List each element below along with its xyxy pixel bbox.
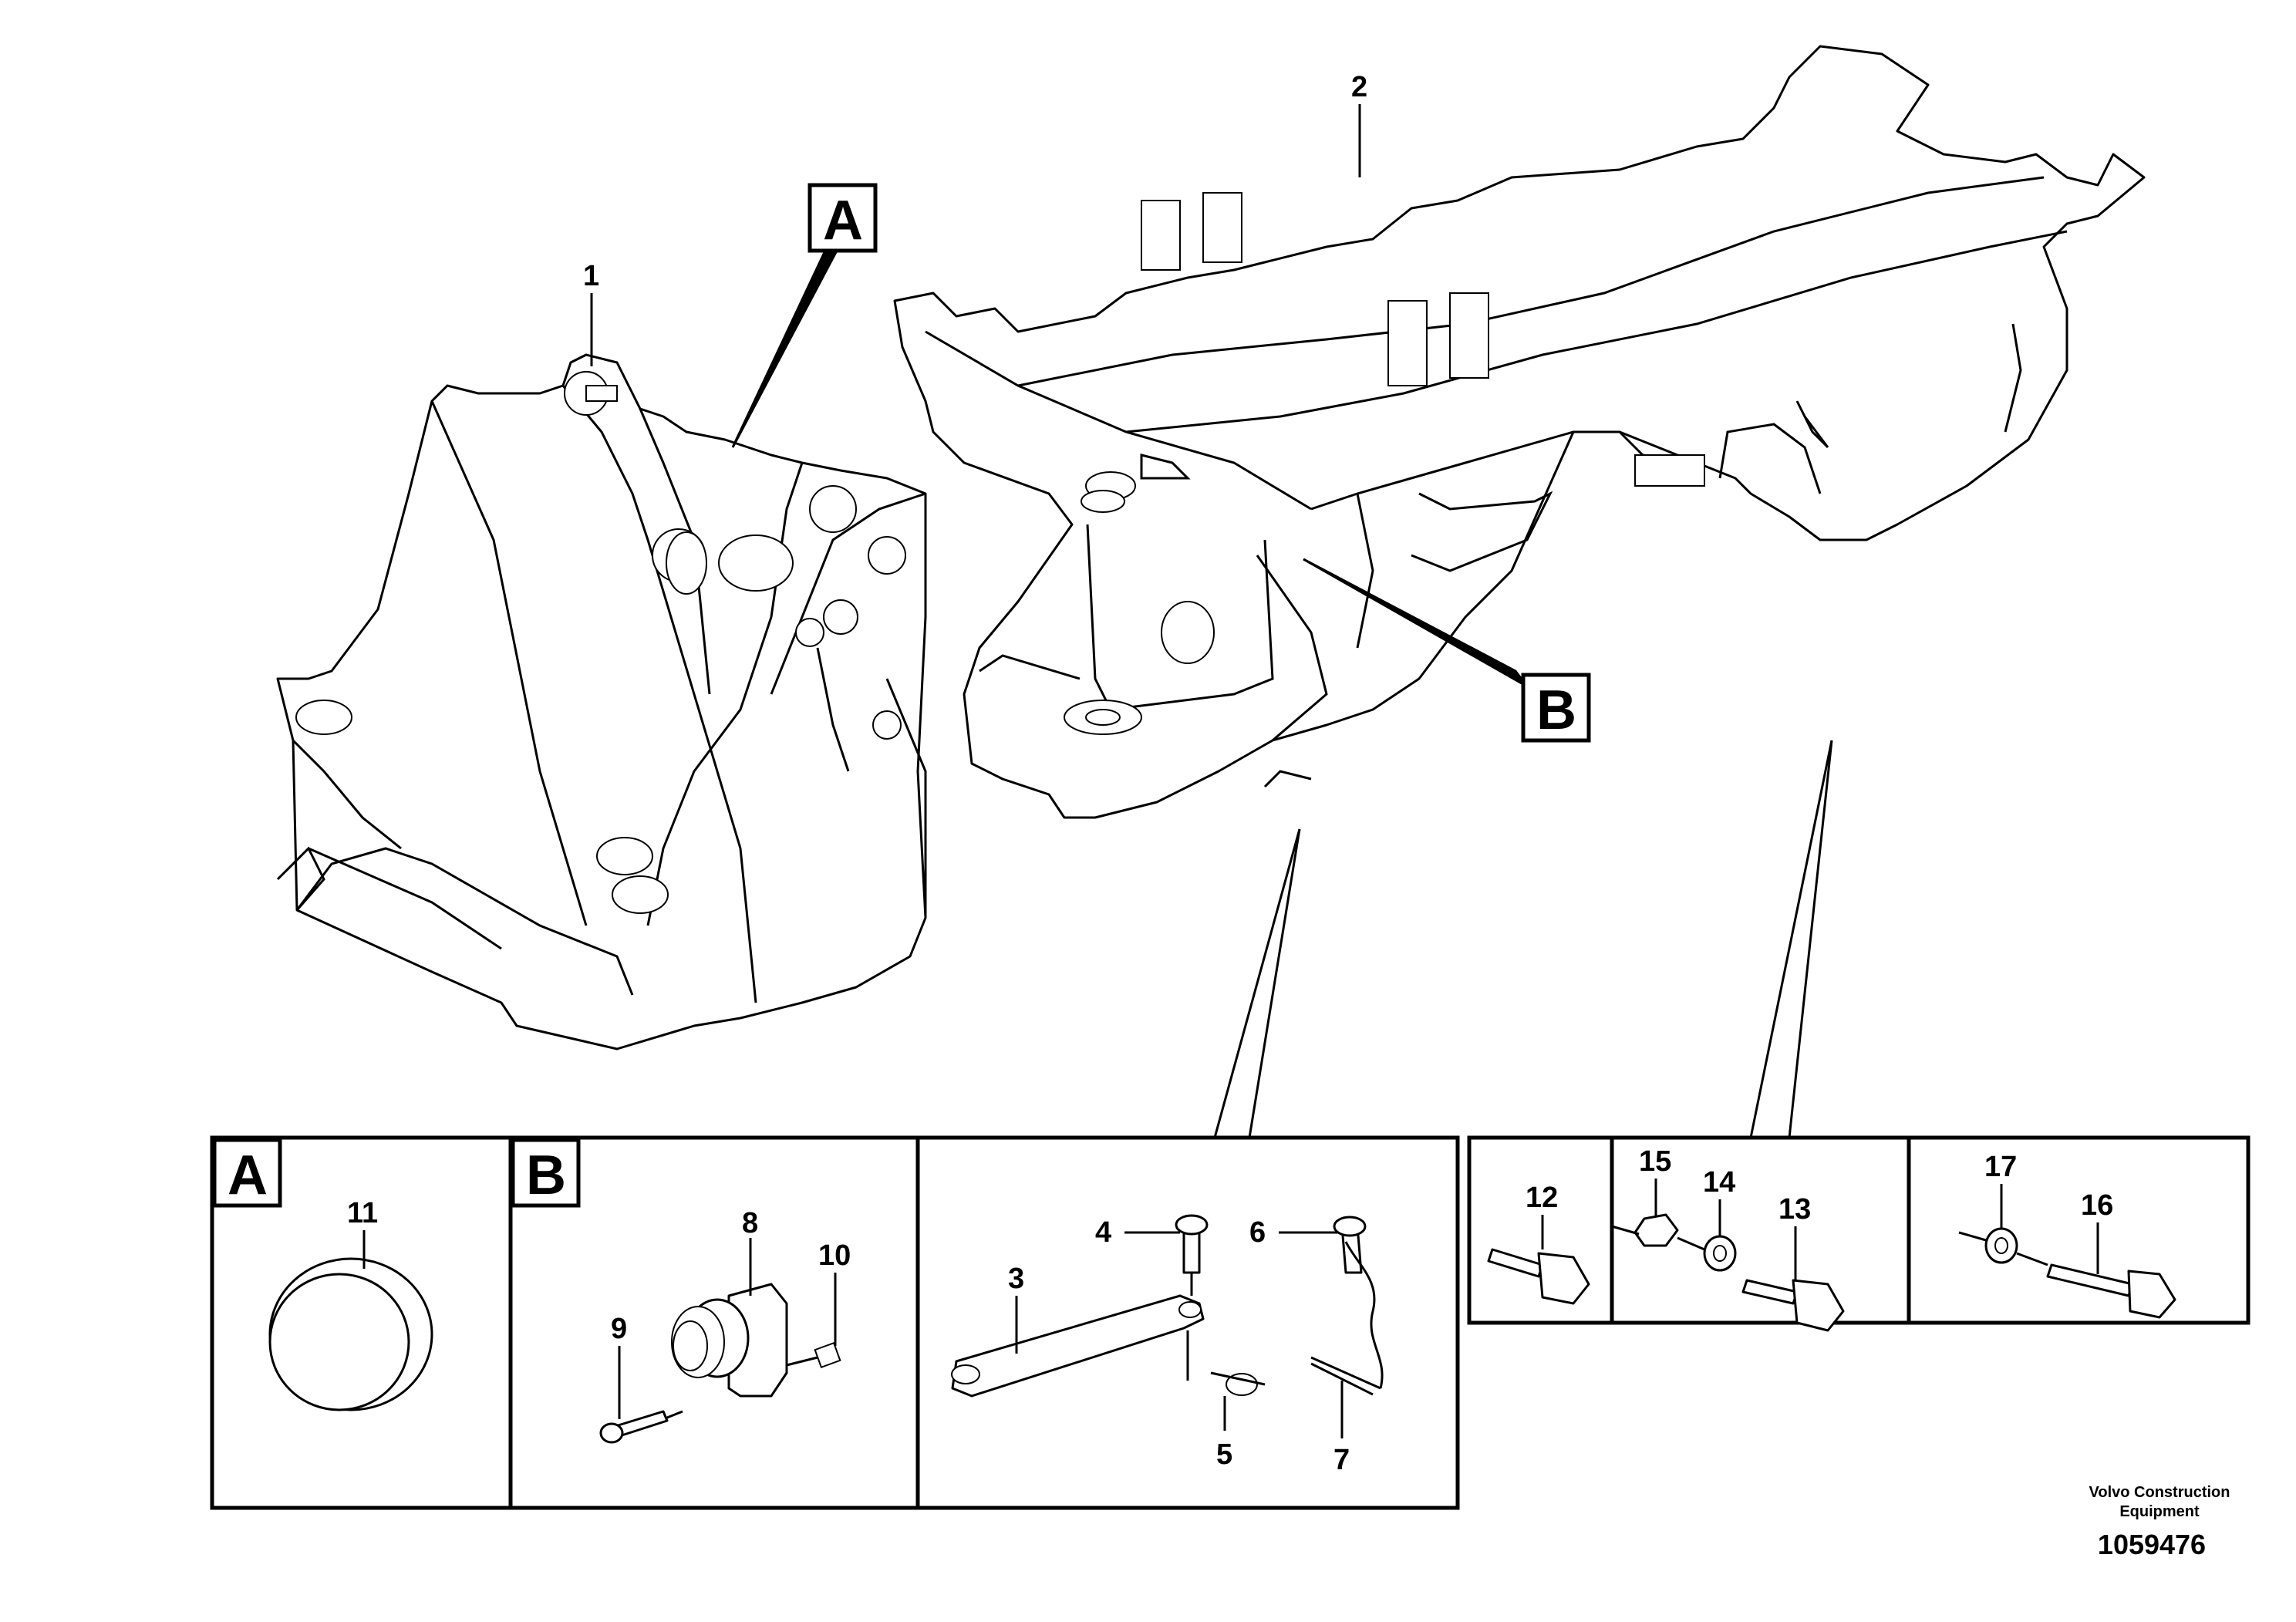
- callout-14: 14: [1703, 1166, 1735, 1199]
- callout-3: 3: [1008, 1263, 1024, 1295]
- detail-boxes: [210, 1135, 2250, 1510]
- ref-box-a-main: [807, 183, 878, 253]
- ref-letter-b-detail: B: [526, 1145, 566, 1206]
- ref-box-b-main: [1521, 673, 1591, 743]
- ref-letter-a-detail: A: [228, 1145, 268, 1206]
- ref-letter-a-main: A: [823, 190, 863, 251]
- callout-17: 17: [1984, 1151, 2017, 1183]
- brand-line-1: Volvo Construction: [2089, 1484, 2230, 1501]
- callout-2: 2: [1351, 71, 1367, 103]
- brand-line-2: Equipment: [2119, 1503, 2200, 1520]
- ref-box-b-detail: [511, 1138, 581, 1208]
- callout-5: 5: [1216, 1438, 1232, 1471]
- callout-4: 4: [1095, 1216, 1111, 1249]
- bolt-nut-washer-drawing: [1611, 1179, 1845, 1332]
- leader-lines: [590, 104, 1833, 1138]
- connector-part-drawing: [599, 1238, 841, 1444]
- bolt-12-drawing: [1487, 1215, 1590, 1305]
- callout-15: 15: [1639, 1145, 1671, 1178]
- callout-13: 13: [1778, 1193, 1811, 1226]
- link-assembly-drawing: [951, 1214, 1384, 1438]
- callout-10: 10: [818, 1239, 851, 1272]
- ref-letter-b-main: B: [1536, 679, 1576, 741]
- callout-7: 7: [1333, 1444, 1350, 1476]
- document-number: 1059476: [2098, 1529, 2206, 1560]
- callout-9: 9: [611, 1313, 627, 1345]
- front-frame-drawing: [276, 353, 927, 1050]
- callout-8: 8: [742, 1207, 758, 1239]
- ref-box-a-detail: [212, 1138, 282, 1208]
- callout-16: 16: [2081, 1189, 2113, 1222]
- callout-12: 12: [1526, 1182, 1558, 1214]
- cap-part-drawing: [268, 1230, 433, 1411]
- rear-frame-drawing: [893, 45, 2146, 819]
- bolt-washer-16-17-drawing: [1958, 1184, 2176, 1319]
- callout-1: 1: [583, 260, 599, 292]
- callout-11: 11: [347, 1197, 378, 1229]
- callout-6: 6: [1249, 1216, 1266, 1249]
